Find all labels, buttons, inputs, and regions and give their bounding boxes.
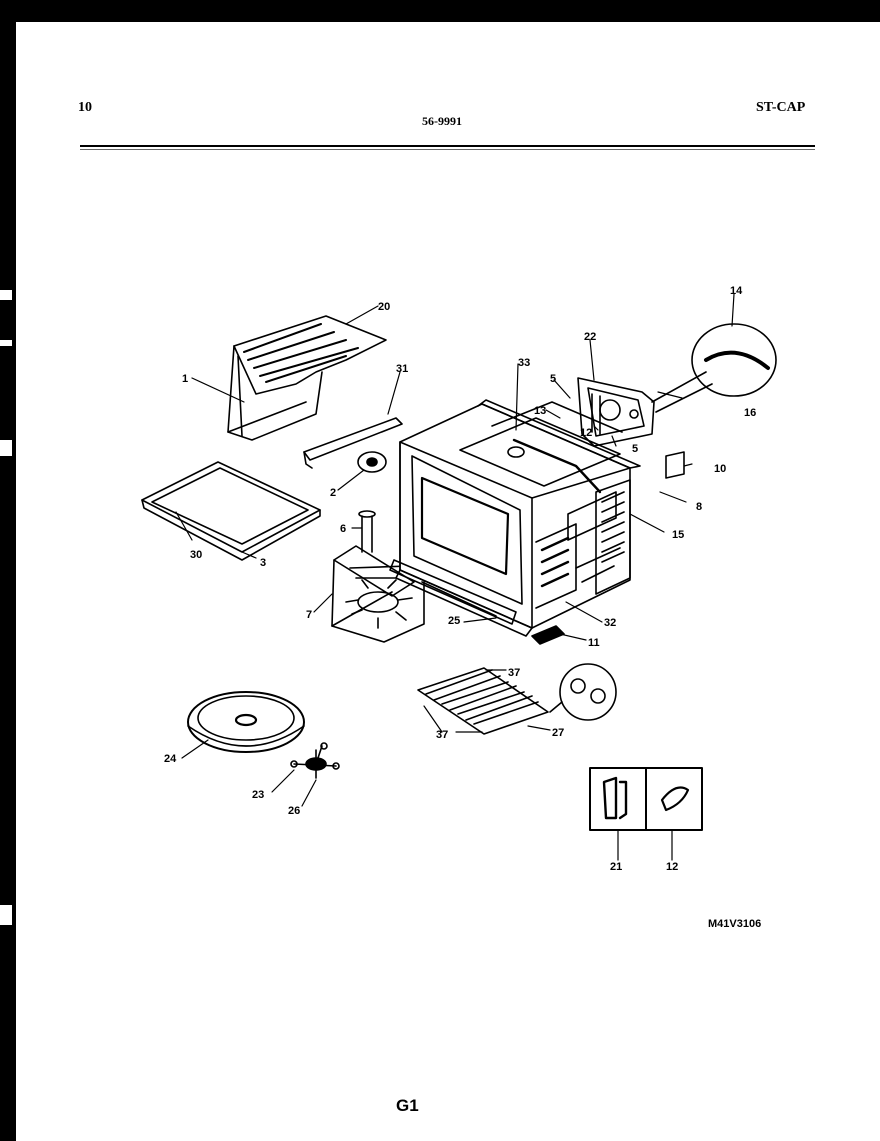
exploded-view-diagram: 1 20 31 33 22 14 5 13 12 5 16 10 8 15 2 … <box>141 285 777 873</box>
callout-5b: 5 <box>632 443 638 455</box>
callout-26: 26 <box>288 805 300 817</box>
callout-7: 7 <box>306 609 312 621</box>
part-10 <box>665 451 685 479</box>
callout-14: 14 <box>730 285 743 297</box>
page-code: G1 <box>396 1096 419 1115</box>
part-control-bracket <box>577 377 655 447</box>
callout-33: 33 <box>518 357 530 369</box>
leader-lines <box>175 293 735 861</box>
header-rule <box>80 145 815 147</box>
callout-12a: 12 <box>580 427 592 439</box>
callout-20: 20 <box>378 301 390 313</box>
callout-22: 22 <box>584 331 596 343</box>
callout-27: 27 <box>552 727 564 739</box>
drawing-id: M41V3106 <box>708 918 762 930</box>
doc-number: 56-9991 <box>422 114 462 128</box>
callout-10: 10 <box>714 463 726 475</box>
part-cabinet <box>395 399 641 637</box>
callout-5a: 5 <box>550 373 556 385</box>
callout-31: 31 <box>396 363 408 375</box>
callout-6: 6 <box>340 523 346 535</box>
part-grill-rack <box>417 663 617 735</box>
model-code: ST-CAP <box>756 100 806 115</box>
callout-16: 16 <box>744 407 756 419</box>
callout-13: 13 <box>534 405 546 417</box>
scan-edge-mark <box>0 290 12 300</box>
callout-1: 1 <box>182 373 188 385</box>
callout-11: 11 <box>588 637 600 649</box>
callout-24: 24 <box>164 753 177 765</box>
callout-37a: 37 <box>508 667 520 679</box>
callout-8: 8 <box>696 501 702 513</box>
callout-25: 25 <box>448 615 460 627</box>
part-roller-guide <box>290 742 340 779</box>
scan-edge-mark <box>0 905 12 925</box>
callout-15: 15 <box>672 529 684 541</box>
part-top-cover <box>227 315 387 441</box>
part-bottom-strip <box>389 559 517 625</box>
part-rail <box>303 417 403 469</box>
part-knob <box>531 625 565 645</box>
scan-edge-mark <box>0 340 12 346</box>
part-turntable <box>187 691 305 753</box>
header-rule-shadow <box>80 149 815 150</box>
parts-sheet: 10 56-9991 ST-CAP <box>16 22 880 1141</box>
callout-30: 30 <box>190 549 202 561</box>
part-accessory-box <box>589 767 703 831</box>
callout-labels: 1 20 31 33 22 14 5 13 12 5 16 10 8 15 2 … <box>164 285 756 873</box>
callout-21: 21 <box>610 861 622 873</box>
callout-12b: 12 <box>666 861 678 873</box>
callout-3: 3 <box>260 557 266 569</box>
scan-edge-mark <box>0 440 12 456</box>
callout-37b: 37 <box>436 729 448 741</box>
part-disc <box>357 451 387 473</box>
part-round-cover <box>651 323 777 413</box>
callout-23: 23 <box>252 789 264 801</box>
callout-2: 2 <box>330 487 336 499</box>
part-glass-tray <box>141 461 321 561</box>
page-number: 10 <box>78 100 92 115</box>
callout-32: 32 <box>604 617 616 629</box>
part-stirrer <box>331 510 425 643</box>
